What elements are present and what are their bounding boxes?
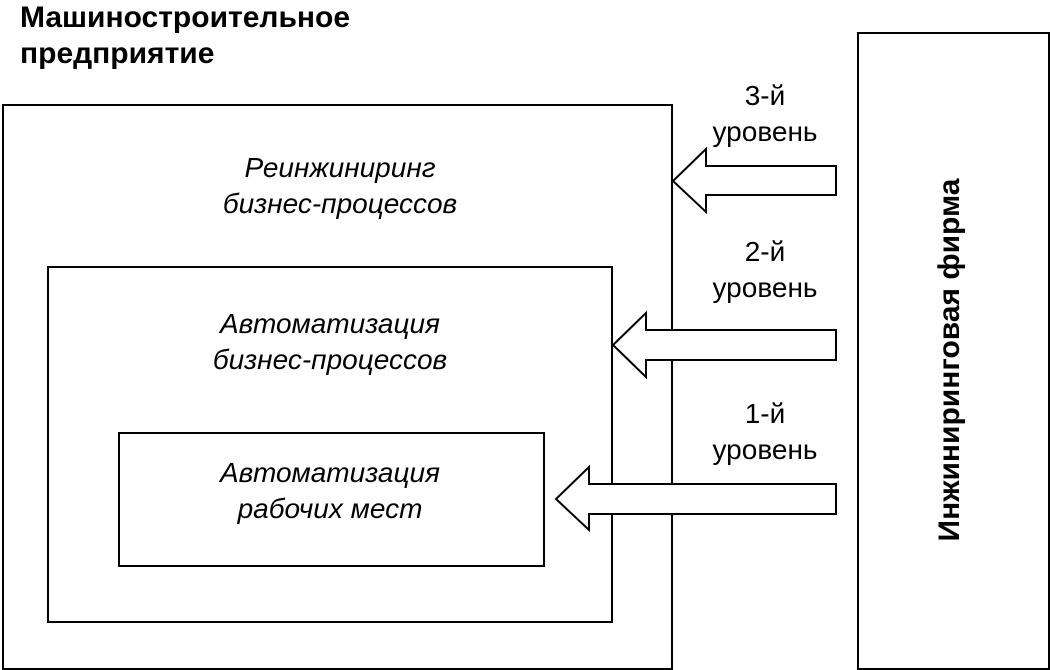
bp-automation-label-line2: бизнес-процессов: [212, 344, 448, 375]
level-3-arrow: [671, 146, 837, 215]
workplace-automation-label-line2: рабочих мест: [237, 493, 423, 524]
level-2-arrow: [611, 310, 837, 380]
reengineering-label-line2: бизнес-процессов: [222, 188, 458, 219]
level-2-label: 2-й уровень: [695, 234, 835, 306]
enterprise-title: Машиностроительное предприятие: [20, 0, 350, 72]
level-1-arrow: [554, 464, 837, 533]
level-1-label-line2: уровень: [712, 434, 818, 465]
level-2-label-line2: уровень: [712, 272, 818, 303]
bp-automation-label: Автоматизация бизнес-процессов: [140, 306, 520, 378]
reengineering-label-line1: Реинжиниринг: [244, 152, 436, 183]
reengineering-label: Реинжиниринг бизнес-процессов: [150, 150, 530, 222]
middle-box-bp-automation: [47, 266, 613, 623]
enterprise-title-line2: предприятие: [20, 37, 215, 70]
workplace-automation-label: Автоматизация рабочих мест: [140, 455, 520, 527]
level-3-label-line2: уровень: [712, 116, 818, 147]
level-1-label-line1: 1-й: [744, 398, 786, 429]
level-1-label: 1-й уровень: [695, 396, 835, 468]
workplace-automation-label-line1: Автоматизация: [219, 457, 441, 488]
level-2-label-line1: 2-й: [744, 236, 786, 267]
inner-box-workplace-automation: [118, 432, 545, 567]
engineering-firm-box: [857, 32, 1050, 670]
outer-box-reengineering: [2, 104, 673, 670]
enterprise-title-line1: Машиностроительное: [20, 1, 351, 34]
level-3-label: 3-й уровень: [695, 78, 835, 150]
level-3-label-line1: 3-й: [744, 80, 786, 111]
bp-automation-label-line1: Автоматизация: [219, 308, 441, 339]
